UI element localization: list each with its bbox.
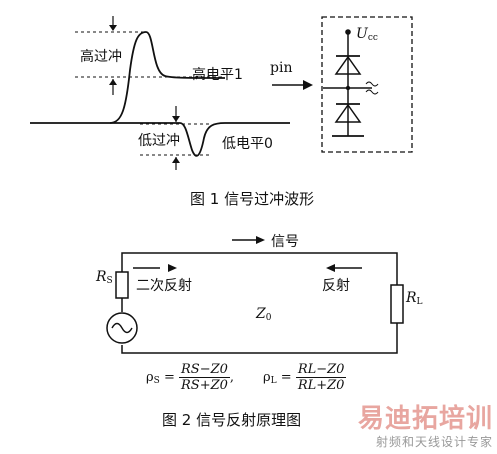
fig1-caption: 图 1 信号过冲波形 <box>190 190 315 208</box>
equals-sign-l: = <box>280 370 292 385</box>
watermark-subtitle: 射频和天线设计专家 <box>375 435 493 449</box>
fraction-source-denominator: RS+Z0 <box>181 378 228 393</box>
low-level-label: 低电平0 <box>222 136 273 152</box>
rho-l-subscript: L <box>270 376 277 386</box>
signal-label: 信号 <box>271 234 299 250</box>
load-resistor-rl <box>390 284 404 324</box>
low-overshoot-arrowhead-bottom <box>172 157 180 163</box>
signal-waveform-negative <box>110 122 290 157</box>
formula-load: ρL = RL−Z0 RL+Z0 <box>263 362 347 393</box>
rs-label: RS <box>96 269 113 286</box>
rho-s-symbol: ρ <box>146 370 154 385</box>
reflection-arrowhead <box>326 264 335 272</box>
rl-subscript: L <box>416 297 423 307</box>
fraction-source: RS−Z0 RS+Z0 <box>179 362 230 393</box>
sine-icon <box>111 322 133 334</box>
diode-bottom-icon <box>334 103 362 123</box>
low-overshoot-arrowhead-top <box>172 116 180 122</box>
pin-arrowhead <box>303 80 313 90</box>
rs-subscript: S <box>106 276 113 286</box>
pin-label: pin <box>270 60 293 76</box>
supply-label: Ucc <box>356 26 378 43</box>
fig2-caption: 图 2 信号反射原理图 <box>162 411 302 429</box>
fraction-load-denominator: RL+Z0 <box>297 378 345 393</box>
supply-symbol: U <box>356 26 368 42</box>
z0-subscript: 0 <box>265 313 272 323</box>
z0-symbol: Z <box>256 306 266 322</box>
rl-symbol: R <box>406 290 417 306</box>
signal-arrowhead <box>256 236 265 244</box>
high-overshoot-label: 高过冲 <box>80 49 122 65</box>
z0-label: Z0 <box>256 306 271 323</box>
low-overshoot-label: 低过冲 <box>138 133 180 149</box>
protection-circuit-box <box>321 16 413 153</box>
fraction-source-numerator: RS−Z0 <box>179 362 230 378</box>
watermark: 易迪拓培训 射频和天线设计专家 <box>358 405 493 450</box>
formula-separator: , <box>229 370 235 385</box>
high-overshoot-arrowhead-bottom <box>109 79 117 85</box>
supply-subscript: cc <box>367 33 378 43</box>
rl-label: RL <box>406 290 423 307</box>
rho-s-subscript: S <box>153 376 160 386</box>
fraction-load: RL−Z0 RL+Z0 <box>295 362 347 393</box>
rs-symbol: R <box>96 269 107 285</box>
diode-top-icon <box>334 55 362 75</box>
secondary-reflection-arrowhead <box>168 264 177 272</box>
secondary-reflection-label: 二次反射 <box>136 278 192 294</box>
high-overshoot-arrowhead-top <box>109 25 117 31</box>
high-level-label: 高电平1 <box>192 67 243 83</box>
fraction-load-numerator: RL−Z0 <box>295 362 347 378</box>
rho-l-symbol: ρ <box>263 370 271 385</box>
transmission-line <box>121 252 398 354</box>
equals-sign-s: = <box>163 370 175 385</box>
watermark-title: 易迪拓培训 <box>357 404 493 434</box>
tilde-icon <box>365 81 379 95</box>
formula-source: ρS = RS−Z0 RS+Z0 , <box>146 362 234 393</box>
source-resistor-rs <box>115 271 129 299</box>
reflection-label: 反射 <box>322 278 350 294</box>
